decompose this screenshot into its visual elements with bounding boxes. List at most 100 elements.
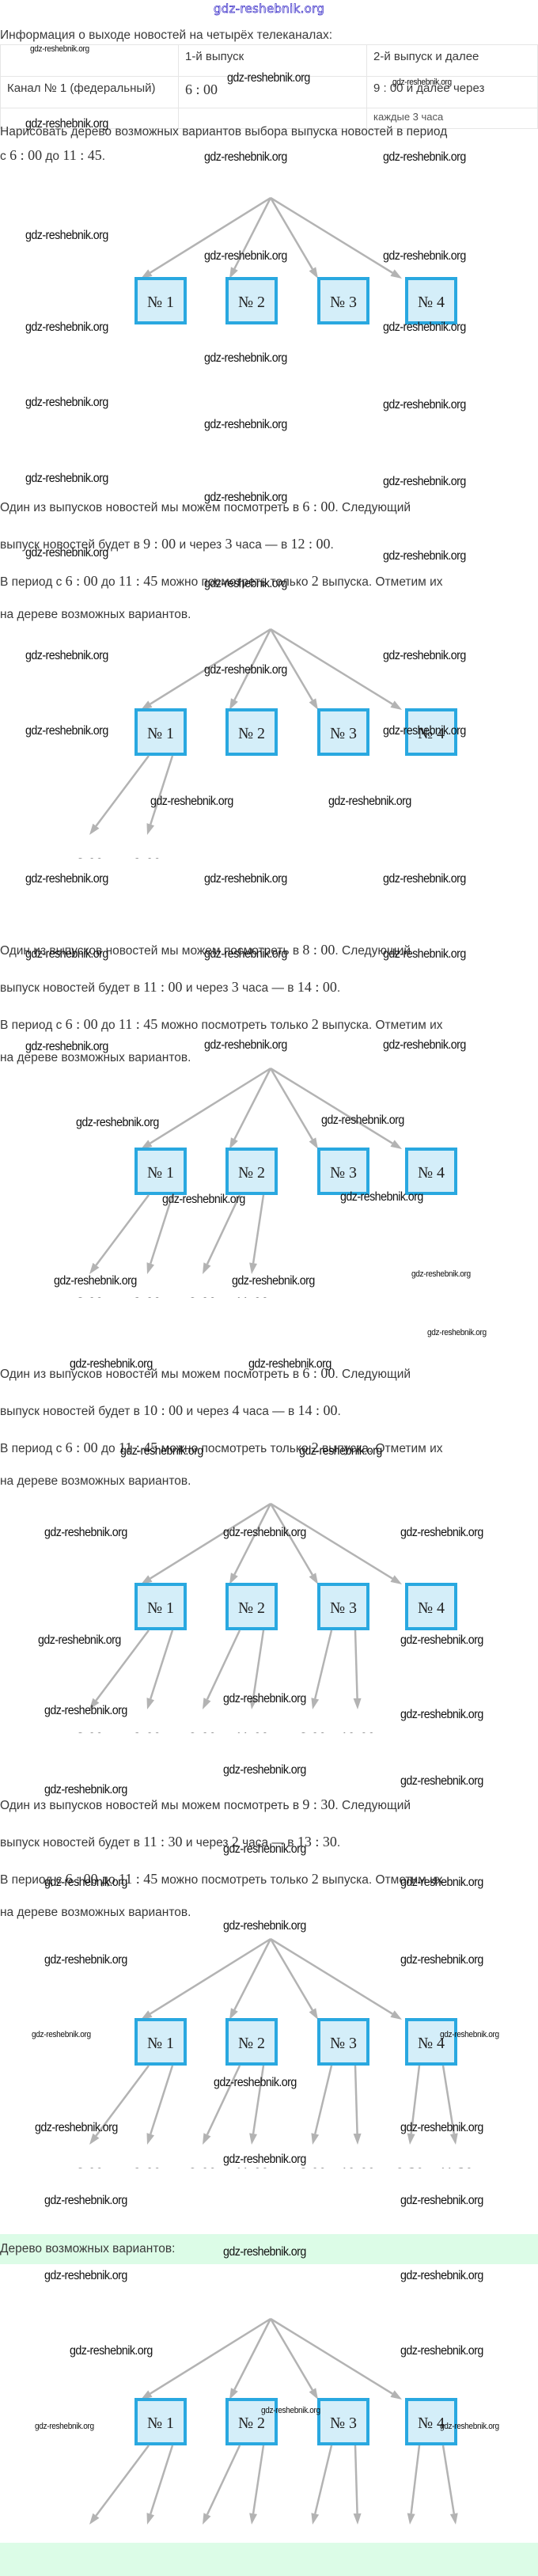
text: можно посмотреть только — [157, 575, 312, 589]
arrow-shaft — [314, 2445, 333, 2514]
arrow-head — [203, 1698, 211, 1709]
arrow-head — [390, 1140, 402, 1149]
channel-box — [134, 2018, 187, 2066]
math-value: 6 : 00 — [65, 1871, 98, 1887]
channel-label: № 2 — [238, 2415, 265, 2432]
text: выпуск новостей будет в — [0, 981, 144, 995]
step-3-line-1: Один из выпусков новостей мы можем посмо… — [0, 1796, 411, 1813]
math-value: 2 — [311, 573, 319, 589]
math-value: 13 : 30 — [297, 1834, 337, 1849]
arrow-shaft — [269, 1503, 313, 1576]
text: выпуск новостей будет в — [0, 1836, 144, 1849]
arrow-shaft — [270, 1067, 393, 1144]
table-header-cell: 2-й выпуск и далее — [366, 44, 538, 77]
channel-label: № 3 — [330, 2415, 357, 2432]
arrow-shaft — [150, 2317, 271, 2395]
arrow-head — [390, 2010, 402, 2020]
channel-label: № 3 — [330, 1164, 357, 1182]
math-value: 9 : 30 — [302, 1796, 335, 1812]
channel-node: № 1 — [134, 1583, 187, 1630]
step-1-line-4: на дереве возможных вариантов. — [0, 1051, 191, 1065]
time-leaf-label: 10:00 — [340, 2165, 375, 2168]
math-value: 6 : 00 — [65, 1440, 98, 1455]
channel-box — [134, 708, 187, 756]
step-1-line-2: выпуск новостей будет в 11 : 00 и через … — [0, 979, 340, 996]
channel-node: № 1 — [134, 2018, 187, 2066]
arrow-shaft — [354, 1629, 358, 1699]
channel-node: № 4 — [405, 277, 457, 324]
text: можно посмотреть только — [157, 1019, 312, 1032]
channel-label: № 4 — [418, 1599, 445, 1617]
root-to-channel-arrow — [269, 1503, 318, 1584]
arrow-shaft — [233, 628, 272, 701]
channel-to-time-arrow — [89, 755, 150, 835]
channel-label: № 2 — [238, 1599, 265, 1617]
arrow-head — [89, 1698, 100, 1709]
tree-svg: № 16:009:00№ 28:0011:00№ 3№ 4 — [76, 1067, 457, 1298]
channel-label: № 1 — [147, 725, 174, 742]
channel-box — [134, 1583, 187, 1630]
channel-to-time-arrow — [353, 1629, 362, 1709]
root-to-channel-arrow — [270, 628, 402, 710]
arrow-head — [249, 2513, 258, 2525]
watermark-text: gdz-reshebnik.org — [400, 1774, 483, 1788]
arrow-shaft — [206, 2445, 241, 2515]
channel-label: № 2 — [238, 294, 265, 311]
arrow-head — [353, 1698, 362, 1709]
watermark-text: gdz-reshebnik.org — [44, 1783, 127, 1796]
arrow-shaft — [270, 196, 393, 274]
answer-header-band — [0, 2234, 538, 2264]
channel-label: № 1 — [147, 1599, 174, 1617]
math-value: 11 : 45 — [118, 573, 158, 589]
channel-label: № 3 — [330, 2035, 357, 2052]
math-value: 6 : 00 — [302, 499, 335, 514]
math-value: 12 : 00 — [290, 536, 331, 552]
arrow-shaft — [150, 628, 271, 705]
channel-to-time-arrow — [353, 2065, 362, 2145]
text: до — [97, 575, 119, 589]
math-value: 11 : 45 — [118, 1016, 158, 1032]
tree-diagram-4: № 16:009:00№ 28:0011:00№ 36:0010:00№ 49:… — [0, 1915, 538, 2168]
root-to-channel-arrow — [270, 1502, 402, 1584]
text: . — [336, 1836, 341, 1849]
arrow-shaft — [410, 2445, 421, 2514]
arrow-head — [249, 2133, 258, 2145]
root-to-channel-arrow — [229, 1068, 272, 1149]
arrow-head — [229, 2008, 238, 2020]
arrow-shaft — [206, 1194, 241, 1265]
channel-to-time-arrow — [146, 755, 174, 835]
channel-node: № 1 — [134, 277, 187, 324]
channel-to-time-arrow — [89, 2065, 150, 2145]
text: и через — [182, 1836, 232, 1849]
channel-to-time-arrow — [311, 1629, 333, 1709]
channel-to-time-arrow — [249, 2065, 265, 2145]
arrow-head — [229, 267, 238, 279]
channel-box — [317, 2018, 369, 2066]
arrow-shaft — [270, 2317, 393, 2395]
arrow-shaft — [150, 196, 271, 274]
channel-box — [134, 1148, 187, 1195]
table-header-cell: 1-й выпуск — [178, 44, 367, 77]
arrow-head — [353, 2513, 362, 2525]
arrow-head — [89, 1262, 100, 1274]
arrow-shaft — [314, 1629, 333, 1699]
math-value: 2 — [231, 1834, 239, 1849]
text: и через — [183, 1405, 233, 1418]
text: и через — [176, 538, 225, 552]
arrow-head — [309, 267, 318, 279]
arrow-head — [203, 2513, 211, 2525]
time-leaf-label: 9:00 — [134, 2165, 161, 2168]
text: Один из выпусков новостей мы можем посмо… — [0, 501, 303, 514]
text: до — [97, 1442, 119, 1455]
channel-to-time-arrow — [441, 2445, 458, 2525]
time-leaf-label: 6:00 — [76, 2165, 104, 2168]
arrow-head — [229, 1573, 238, 1584]
root-to-channel-arrow — [269, 197, 318, 279]
site-header-logo[interactable]: gdz-reshebnik.org — [213, 2, 325, 17]
text: . — [101, 150, 106, 163]
step-0-line-4: на дереве возможных вариантов. — [0, 608, 191, 622]
table-cell: каждые 3 часа — [366, 108, 538, 129]
math-value: 11 : 45 — [118, 1440, 158, 1455]
arrow-shaft — [233, 1068, 272, 1140]
step-0-line-3: В период с 6 : 00 до 11 : 45 можно посмо… — [0, 573, 443, 590]
